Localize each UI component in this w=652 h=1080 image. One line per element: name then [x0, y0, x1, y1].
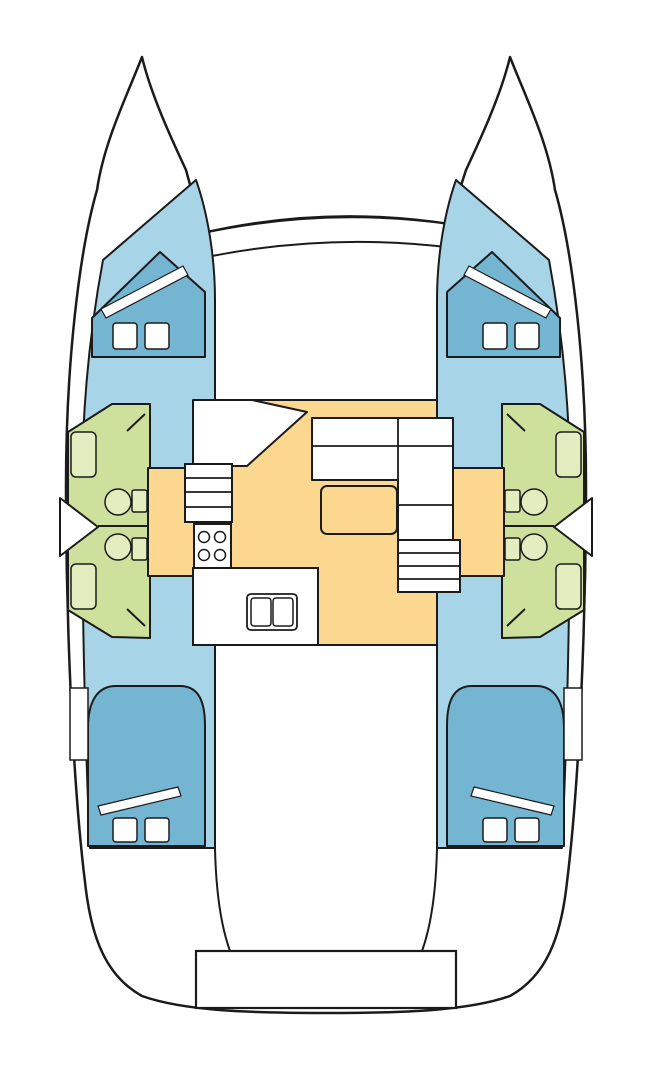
toilet-aft-bowl — [104, 533, 132, 561]
stern-step-wall — [214, 847, 231, 952]
door-swing-forward — [506, 413, 526, 432]
starboard-hull — [421, 179, 593, 952]
deck-hatch — [112, 817, 138, 843]
stair-treads — [185, 477, 232, 508]
stove-burner — [197, 530, 211, 544]
toilet-aft-bowl — [520, 533, 548, 561]
deck-hatch — [144, 817, 170, 843]
stairs-box — [184, 463, 233, 523]
dinette-table — [320, 485, 398, 535]
door-swing-aft — [126, 608, 146, 627]
stair-treads — [398, 552, 460, 580]
stove-burner — [213, 548, 227, 562]
toilet-aft-tank — [504, 537, 521, 561]
door-swing-aft — [506, 608, 526, 627]
forward-berth-pillow — [100, 265, 189, 319]
aft-berth-pillow — [97, 786, 182, 816]
stern-step-wall — [421, 847, 438, 952]
toilet-forward-bowl — [104, 488, 132, 516]
shower-tray-aft — [70, 563, 97, 610]
toilet-forward-bowl — [520, 488, 548, 516]
stove-burner — [197, 548, 211, 562]
aft-berth-pillow — [470, 786, 555, 816]
shower-tray-forward — [70, 431, 97, 478]
hanging-locker — [563, 687, 583, 761]
galley-forward-counter — [192, 399, 308, 467]
deck-hatch — [514, 322, 540, 350]
sink-basin-left — [250, 597, 272, 627]
stove-burner — [213, 530, 227, 544]
toilet-aft-tank — [131, 537, 148, 561]
sink-basin-right — [272, 597, 294, 627]
deck-hatch — [144, 322, 170, 350]
stove-top — [193, 523, 232, 569]
galley-stove — [193, 523, 232, 569]
hanging-locker — [69, 687, 89, 761]
boarding-gate-marker — [553, 497, 593, 557]
galley-sink — [246, 593, 298, 631]
door-swing-forward — [126, 413, 146, 432]
transom-platform — [194, 949, 458, 1010]
shower-tray-aft — [555, 563, 582, 610]
stairs-port — [184, 463, 233, 523]
toilet-forward-tank — [504, 489, 521, 513]
deck-hatch — [482, 322, 508, 350]
deck-hatch — [112, 322, 138, 350]
forward-berth-pillow — [463, 265, 552, 319]
toilet-forward-tank — [131, 489, 148, 513]
deck-hatch — [482, 817, 508, 843]
deck-hatch — [514, 817, 540, 843]
shower-tray-forward — [555, 431, 582, 478]
boarding-gate-marker — [59, 497, 99, 557]
stairs-starboard — [397, 539, 461, 593]
